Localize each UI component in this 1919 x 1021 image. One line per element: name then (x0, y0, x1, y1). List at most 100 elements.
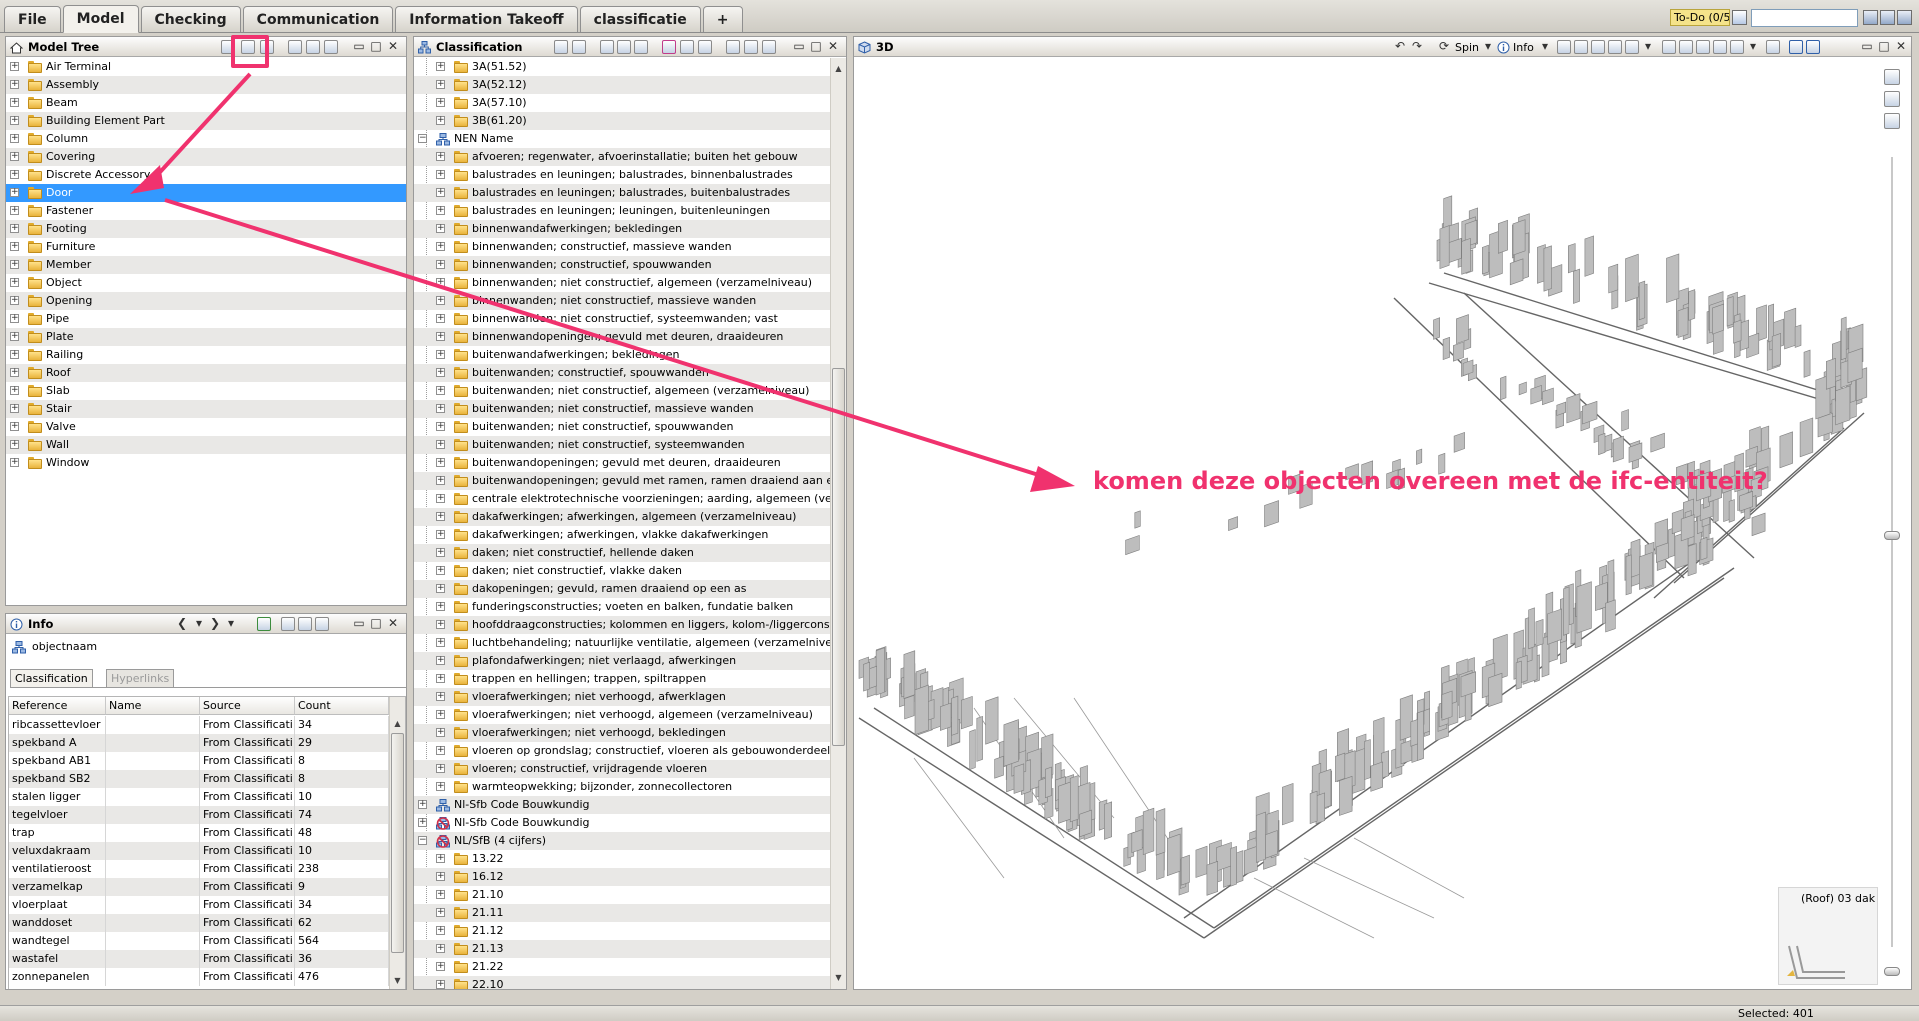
scroll-thumb[interactable] (391, 733, 404, 953)
expand-toggle-icon[interactable]: + (436, 745, 445, 755)
close-icon[interactable]: ✕ (387, 39, 399, 53)
classification-item[interactable]: +21.11 (414, 904, 830, 922)
classification-item[interactable]: +buitenwandopeningen; gevuld met ramen, … (414, 472, 846, 490)
undo-icon[interactable]: ↶ (1394, 39, 1406, 53)
expand-all-icon[interactable] (726, 40, 740, 54)
classification-item[interactable]: +buitenwanden; niet constructief, algeme… (414, 382, 830, 400)
list-options-icon[interactable] (324, 40, 338, 54)
tree-item-column[interactable]: +Column (6, 130, 406, 148)
zoom-icon[interactable] (1662, 40, 1676, 54)
tree-item-plate[interactable]: +Plate (6, 328, 406, 346)
expand-toggle-icon[interactable]: + (436, 115, 445, 125)
expand-toggle-icon[interactable]: + (436, 169, 445, 179)
history-dropdown-icon[interactable]: ▾ (195, 616, 203, 630)
expand-toggle-icon[interactable]: + (436, 421, 445, 431)
expand-toggle-icon[interactable]: + (10, 349, 19, 359)
close-icon[interactable]: ✕ (387, 616, 399, 630)
tree-item-assembly[interactable]: +Assembly (6, 76, 406, 94)
back-icon[interactable]: ❮ (176, 616, 188, 630)
nav-dropdown-icon[interactable]: ▾ (1749, 39, 1757, 53)
expand-toggle-icon[interactable]: + (10, 97, 19, 107)
column-header-source[interactable]: Source (200, 697, 295, 715)
tree-item-slab[interactable]: +Slab (6, 382, 406, 400)
filter-icon[interactable] (1880, 10, 1895, 25)
list-view-icon[interactable] (572, 40, 586, 54)
expand-toggle-icon[interactable]: + (436, 601, 445, 611)
classification-item[interactable]: +vloeren op grondslag; constructief, vlo… (414, 742, 830, 760)
expand-toggle-icon[interactable]: + (10, 133, 19, 143)
expand-toggle-icon[interactable]: + (10, 79, 19, 89)
tree-item-furniture[interactable]: +Furniture (6, 238, 406, 256)
collapse-all-icon[interactable] (298, 617, 312, 631)
classification-item[interactable]: +balustrades en leuningen; leuningen, bu… (414, 202, 830, 220)
grid-view-icon[interactable] (680, 40, 694, 54)
classification-item[interactable]: +21.22 (414, 958, 830, 976)
classification-item[interactable]: +dakafwerkingen; afwerkingen, vlakke dak… (414, 526, 830, 544)
maximize-icon[interactable]: □ (810, 39, 822, 53)
classification-item[interactable]: +buitenwanden; niet constructief, massie… (414, 400, 830, 418)
expand-toggle-icon[interactable]: + (436, 547, 445, 557)
info-scrollbar[interactable]: ▲ ▼ (389, 697, 405, 989)
expand-toggle-icon[interactable]: + (436, 493, 445, 503)
view-front-icon[interactable] (1557, 40, 1571, 54)
classification-item[interactable]: +Nl-Sfb Code Bouwkundig (414, 796, 830, 814)
expand-toggle-icon[interactable]: + (10, 295, 19, 305)
expand-toggle-icon[interactable]: + (436, 457, 445, 467)
classification-item[interactable]: +3B(61.20) (414, 112, 830, 130)
maximize-icon[interactable]: □ (370, 616, 382, 630)
expand-toggle-icon[interactable]: + (436, 871, 445, 881)
expand-toggle-icon[interactable]: + (10, 151, 19, 161)
expand-toggle-icon[interactable]: + (436, 925, 445, 935)
classification-item[interactable]: +daken; niet constructief, hellende dake… (414, 544, 830, 562)
view-side-icon[interactable] (1591, 40, 1605, 54)
tree-item-pipe[interactable]: +Pipe (6, 310, 406, 328)
tree-item-fastener[interactable]: +Fastener (6, 202, 406, 220)
layout-icon[interactable] (1766, 40, 1780, 54)
info-subtab-hyperlinks[interactable]: Hyperlinks (106, 669, 175, 687)
list-options-icon[interactable] (762, 40, 776, 54)
views-dropdown-icon[interactable]: ▾ (1644, 39, 1652, 53)
navigation-cube[interactable]: (Roof) 03 dak (1778, 887, 1878, 985)
collapse-all-icon[interactable] (744, 40, 758, 54)
expand-toggle-icon[interactable]: + (436, 529, 445, 539)
expand-toggle-icon[interactable]: + (436, 259, 445, 269)
restore-icon[interactable]: ▭ (353, 616, 365, 630)
classification-scrollbar[interactable]: ▲ ▼ (830, 58, 846, 989)
classification-item[interactable]: +buitenwanden; niet constructief, systee… (414, 436, 830, 454)
classification-item[interactable]: +vloerafwerkingen; niet verhoogd, afwerk… (414, 688, 830, 706)
xray-icon[interactable] (1806, 40, 1820, 54)
classification-item[interactable]: +21.13 (414, 940, 830, 958)
expand-toggle-icon[interactable]: + (436, 385, 445, 395)
tree-item-door[interactable]: +Door (6, 184, 406, 202)
grid-toggle-icon[interactable] (1884, 91, 1900, 107)
expand-toggle-icon[interactable]: + (436, 565, 445, 575)
expand-toggle-icon[interactable]: + (436, 403, 445, 413)
tree-item-stair[interactable]: +Stair (6, 400, 406, 418)
expand-toggle-icon[interactable]: + (436, 475, 445, 485)
classification-item[interactable]: +balustrades en leuningen; balustrades, … (414, 166, 830, 184)
scroll-thumb[interactable] (832, 368, 845, 746)
spin-dropdown-icon[interactable]: ▾ (1484, 39, 1492, 53)
expand-toggle-icon[interactable]: + (10, 169, 19, 179)
collapse-all-icon[interactable] (306, 40, 320, 54)
3d-viewport[interactable] (854, 58, 1911, 989)
tree-item-discrete-accessory[interactable]: +Discrete Accessory (6, 166, 406, 184)
expand-toggle-icon[interactable]: + (436, 151, 445, 161)
classification-tree-icon[interactable] (554, 40, 568, 54)
expand-toggle-icon[interactable]: + (10, 439, 19, 449)
expand-toggle-icon[interactable]: + (436, 853, 445, 863)
scroll-up-icon[interactable]: ▲ (394, 719, 401, 728)
group-icon[interactable] (698, 40, 712, 54)
classification-item[interactable]: +dakafwerkingen; afwerkingen, algemeen (… (414, 508, 830, 526)
text-labels-icon[interactable] (1884, 69, 1900, 85)
tab-model[interactable]: Model (62, 5, 139, 33)
classification-item[interactable]: +binnenwandopeningen; gevuld met deuren,… (414, 328, 830, 346)
restore-icon[interactable]: ▭ (353, 39, 365, 53)
expand-toggle-icon[interactable]: + (436, 673, 445, 683)
fly-icon[interactable] (1730, 40, 1744, 54)
